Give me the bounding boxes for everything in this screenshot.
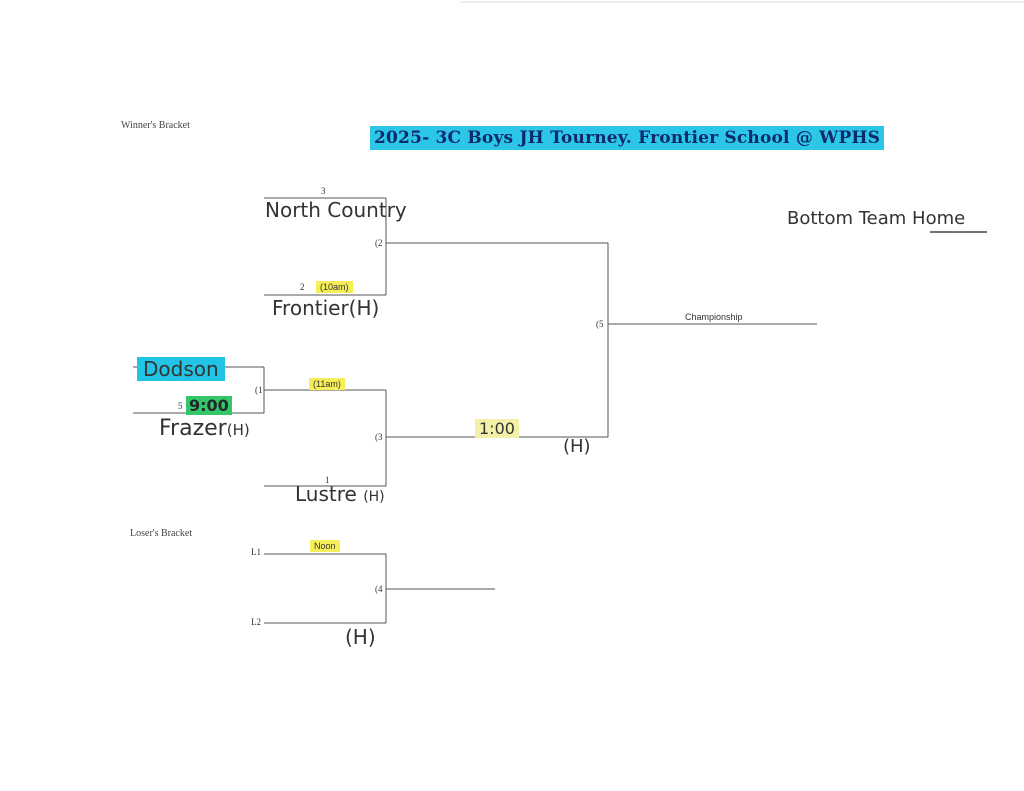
team-frazer: Frazer: [159, 416, 227, 441]
team-north-country: North Country: [265, 198, 407, 222]
seed-1: 1: [325, 475, 330, 485]
game-5-marker: (5: [596, 319, 604, 329]
winners-bracket-label: Winner's Bracket: [121, 120, 190, 131]
seed-3: 3: [321, 186, 326, 196]
game-1-marker: (1: [255, 385, 263, 395]
game-3-marker: (3: [375, 432, 383, 442]
page-title: 2025- 3C Boys JH Tourney. Frontier Schoo…: [370, 126, 885, 150]
team-lustre: Lustre: [295, 482, 357, 506]
note-prefix: Bottom Team: [787, 208, 913, 229]
time-9am: 9:00: [186, 396, 232, 415]
game-4-marker: (4: [375, 584, 383, 594]
game-3-home-mark: (H): [563, 436, 591, 457]
losers-l1: L1: [251, 547, 261, 557]
time-1pm: 1:00: [475, 419, 519, 438]
home-mark: (H): [348, 296, 380, 320]
time-noon: Noon: [310, 540, 340, 552]
losers-bracket-label: Loser's Bracket: [130, 528, 193, 539]
frontier-entry: Frontier(H): [272, 296, 379, 320]
time-10am: (10am): [316, 281, 353, 293]
game-4-home-mark: (H): [345, 625, 376, 649]
lustre-entry: Lustre (H): [295, 482, 385, 506]
championship-label: Championship: [685, 312, 743, 322]
game-2-marker: (2: [375, 238, 383, 248]
time-11am: (11am): [309, 378, 345, 390]
seed-5: 5: [178, 401, 183, 411]
team-dodson: Dodson: [137, 357, 225, 381]
losers-l2: L2: [251, 617, 261, 627]
home-mark: (H): [363, 489, 385, 505]
bottom-team-home-note: Bottom Team Home: [787, 208, 965, 229]
note-home: Home: [912, 208, 966, 229]
team-frontier: Frontier: [272, 296, 349, 320]
home-mark: (H): [226, 421, 250, 439]
seed-2: 2: [300, 282, 305, 292]
frazer-entry: Frazer(H): [159, 416, 250, 441]
